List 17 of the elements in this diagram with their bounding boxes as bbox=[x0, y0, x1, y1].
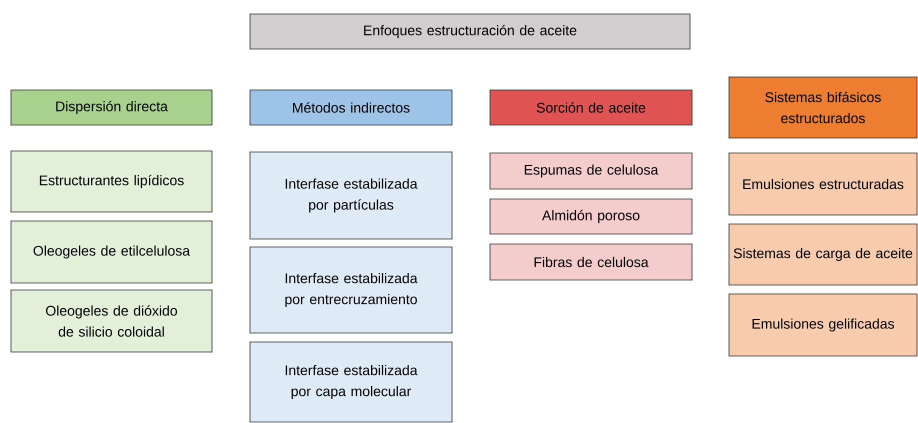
item-box: Emulsiones estructuradas bbox=[728, 152, 918, 216]
item-box: Fibras de celulosa bbox=[490, 244, 692, 280]
item-box: Estructurantes lipídicos bbox=[10, 150, 212, 212]
item-box: Interfase estabilizada por capa molecular bbox=[250, 342, 452, 422]
category-box: Métodos indirectos bbox=[250, 90, 452, 126]
category-box: Sorción de aceite bbox=[490, 90, 692, 126]
item-box: Oleogeles de etilcelulosa bbox=[10, 220, 212, 284]
title-box: Enfoques estructuración de aceite bbox=[250, 14, 690, 50]
category-box: Sistemas bifásicos estructurados bbox=[728, 76, 918, 138]
item-box: Almidón poroso bbox=[490, 198, 692, 234]
category-box: Dispersión directa bbox=[10, 90, 212, 126]
item-box: Sistemas de carga de aceite bbox=[728, 224, 918, 286]
item-box: Emulsiones gelificadas bbox=[728, 294, 918, 356]
item-box: Interfase estabilizada por partículas bbox=[250, 152, 452, 240]
item-box: Interfase estabilizada por entrecruzamiento bbox=[250, 246, 452, 334]
item-box: Oleogeles de dióxido de silicio coloidal bbox=[10, 290, 212, 352]
item-box: Espumas de celulosa bbox=[490, 152, 692, 190]
